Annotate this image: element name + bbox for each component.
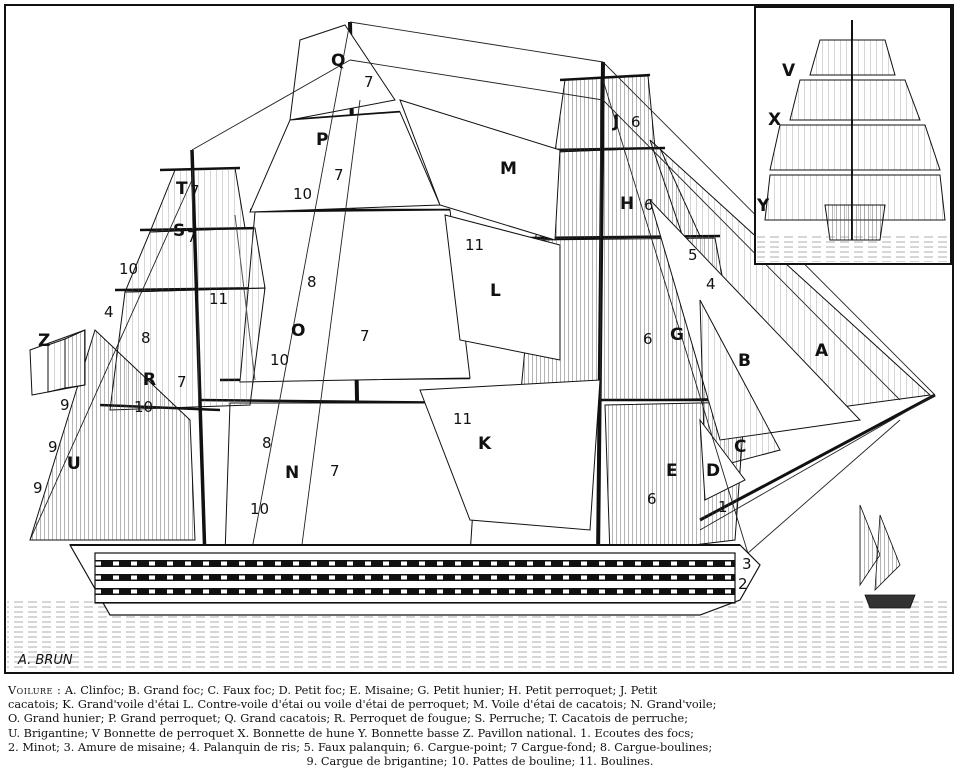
label-l: L <box>490 281 501 301</box>
label-y: Y <box>756 196 770 216</box>
num-9-top: 9 <box>60 396 70 414</box>
ship-hull <box>68 544 761 616</box>
num-11-k: 11 <box>453 410 472 428</box>
sail-letter-labels: Q P M J H T S L O G B A Z R K C N E D U … <box>38 51 829 483</box>
label-t: T <box>176 179 188 199</box>
num-11-l: 11 <box>465 236 484 254</box>
num-1: 1 <box>718 498 728 516</box>
num-4-fore: 4 <box>706 275 716 293</box>
label-z: Z <box>38 331 50 351</box>
rigging-number-labels: 7 7 10 6 6 7 7 11 5 10 8 4 11 4 7 6 8 10… <box>33 73 752 593</box>
num-10-low: 10 <box>134 398 153 416</box>
num-2: 2 <box>738 575 748 593</box>
label-v: V <box>782 61 796 81</box>
label-m: M <box>500 159 517 179</box>
caption-title: Voilure : <box>8 684 62 697</box>
ship-sails-illustration: Q P M J H T S L O G B A Z R K C N E D U … <box>4 4 954 674</box>
label-c: C <box>734 437 746 457</box>
num-10-r: 10 <box>119 260 138 278</box>
num-4-mizzen: 4 <box>104 303 114 321</box>
caption-line-2: cacatois; K. Grand'voile d'étai L. Contr… <box>8 698 717 712</box>
num-10-o: 10 <box>270 351 289 369</box>
label-q: Q <box>331 51 345 71</box>
num-8-o: 8 <box>307 273 317 291</box>
num-10-p: 10 <box>293 185 312 203</box>
num-10-n: 10 <box>250 500 269 518</box>
num-3: 3 <box>742 555 752 573</box>
num-5: 5 <box>688 246 698 264</box>
num-6-e: 6 <box>647 490 657 508</box>
num-7-p: 7 <box>334 166 344 184</box>
label-u: U <box>67 454 81 474</box>
caption-line-5: 2. Minot; 3. Amure de misaine; 4. Palanq… <box>8 740 713 754</box>
rigging <box>29 21 936 561</box>
caption-line-6: 9. Cargue de brigantine; 10. Pattes de b… <box>306 755 654 769</box>
label-e: E <box>666 461 678 481</box>
gun-decks <box>94 552 736 604</box>
num-7-r: 7 <box>177 373 187 391</box>
num-6-g: 6 <box>643 330 653 348</box>
label-b: B <box>738 351 751 371</box>
label-j: J <box>612 112 619 132</box>
caption-text-1: A. Clinfoc; B. Grand foc; C. Faux foc; D… <box>64 684 658 697</box>
label-r: R <box>143 370 156 390</box>
label-a: A <box>815 341 829 361</box>
num-8-n: 8 <box>262 434 272 452</box>
num-8-r: 8 <box>141 329 151 347</box>
national-flag <box>29 329 86 396</box>
label-h: H <box>620 194 634 214</box>
num-9-low: 9 <box>33 479 43 497</box>
num-9-mid: 9 <box>48 438 58 456</box>
label-k: K <box>478 434 492 454</box>
label-n: N <box>285 463 299 483</box>
caption-line-3: O. Grand hunier; P. Grand perroquet; Q. … <box>8 712 689 726</box>
label-g: G <box>670 325 684 345</box>
label-s: S <box>173 221 185 241</box>
distant-ship <box>859 504 916 609</box>
label-p: P <box>316 130 328 150</box>
head-sails <box>649 139 932 501</box>
num-6-j: 6 <box>631 113 641 131</box>
num-7-q: 7 <box>364 73 374 91</box>
label-o: O <box>291 321 305 341</box>
inset-front-view <box>754 6 952 265</box>
artist-signature: A. BRUN <box>17 653 73 668</box>
mizzen-sails <box>29 167 266 541</box>
num-6-h: 6 <box>644 196 654 214</box>
num-7-o: 7 <box>360 327 370 345</box>
num-7-t: 7 <box>190 182 200 200</box>
num-7-n: 7 <box>330 462 340 480</box>
num-7-s: 7 <box>187 228 197 246</box>
num-11-r: 11 <box>209 290 228 308</box>
main-sails <box>224 24 601 556</box>
legend-caption: Voilure : A. Clinfoc; B. Grand foc; C. F… <box>8 684 952 769</box>
bowsprit <box>699 393 936 522</box>
caption-line-1: Voilure : A. Clinfoc; B. Grand foc; C. F… <box>8 684 952 698</box>
label-d: D <box>706 461 720 481</box>
label-x: X <box>768 110 781 130</box>
caption-line-4: U. Brigantine; V Bonnette de perroquet X… <box>8 726 694 740</box>
